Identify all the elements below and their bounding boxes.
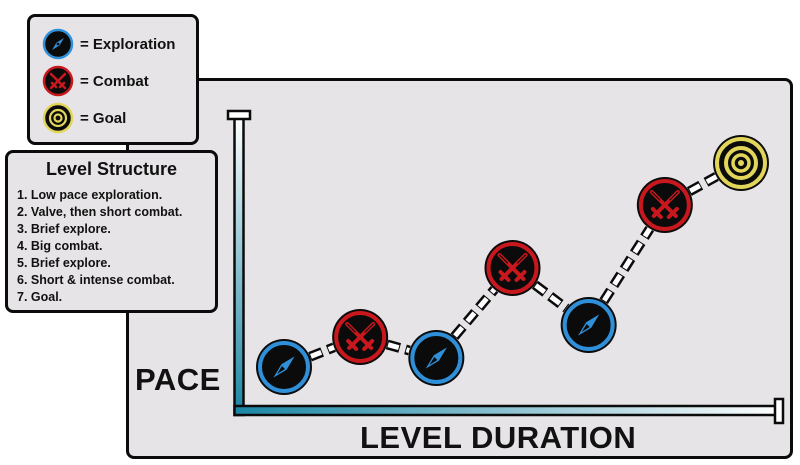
- y-axis: [233, 113, 245, 417]
- structure-step: 4. Big combat.: [17, 239, 103, 253]
- structure-step: 5. Brief explore.: [17, 256, 111, 270]
- legend: = Exploration = Combat = Goal: [27, 14, 199, 145]
- node-links: [308, 172, 719, 362]
- target-icon: [42, 102, 74, 134]
- target-icon: [724, 146, 758, 180]
- structure-step: 2. Valve, then short combat.: [17, 205, 183, 219]
- compass-icon: [271, 354, 297, 380]
- legend-item-exploration: = Exploration: [42, 27, 175, 61]
- y-axis-cap: [226, 109, 252, 121]
- node-exploration-step-1: [256, 339, 312, 395]
- crossed-swords-icon: [42, 65, 74, 97]
- node-link: [599, 225, 655, 305]
- x-axis-cap: [773, 397, 785, 425]
- legend-item-combat: = Combat: [42, 64, 149, 98]
- node-exploration-step-3: [408, 330, 465, 386]
- crossed-swords-icon: [649, 190, 680, 219]
- structure-list: 1. Low pace exploration. 2. Valve, then …: [17, 187, 182, 306]
- node-link: [385, 339, 411, 356]
- x-axis: [233, 404, 782, 417]
- level-structure-box: Level Structure 1. Low pace exploration.…: [5, 150, 218, 313]
- crossed-swords-icon: [497, 253, 528, 282]
- crossed-swords-icon: [345, 322, 376, 351]
- node-layer: [256, 135, 769, 395]
- structure-title: Level Structure: [45, 159, 178, 179]
- structure-step: 7. Goal.: [17, 290, 63, 304]
- legend-label-goal: = Goal: [80, 109, 127, 127]
- y-axis-label: PACE: [135, 362, 221, 397]
- node-combat-step-4: [484, 240, 541, 296]
- structure-step: 3. Brief explore.: [17, 222, 111, 236]
- structure-step: 6. Short & intense combat.: [17, 273, 175, 287]
- node-link: [686, 172, 719, 196]
- node-combat-step-6: [636, 177, 693, 233]
- node-goal-step-7: [713, 135, 769, 191]
- legend-label-combat: = Combat: [80, 72, 149, 90]
- axes: [226, 109, 785, 425]
- node-link: [531, 280, 570, 313]
- compass-icon: [576, 312, 602, 338]
- structure-step: 1. Low pace exploration.: [17, 188, 163, 202]
- node-exploration-step-5: [560, 297, 617, 353]
- x-axis-label: LEVEL DURATION: [360, 420, 637, 455]
- node-combat-step-2: [332, 309, 389, 365]
- legend-item-goal: = Goal: [42, 101, 126, 135]
- compass-icon: [423, 345, 449, 371]
- node-link: [308, 342, 336, 362]
- legend-label-exploration: = Exploration: [80, 35, 176, 53]
- compass-icon: [42, 28, 74, 60]
- node-link: [450, 286, 499, 340]
